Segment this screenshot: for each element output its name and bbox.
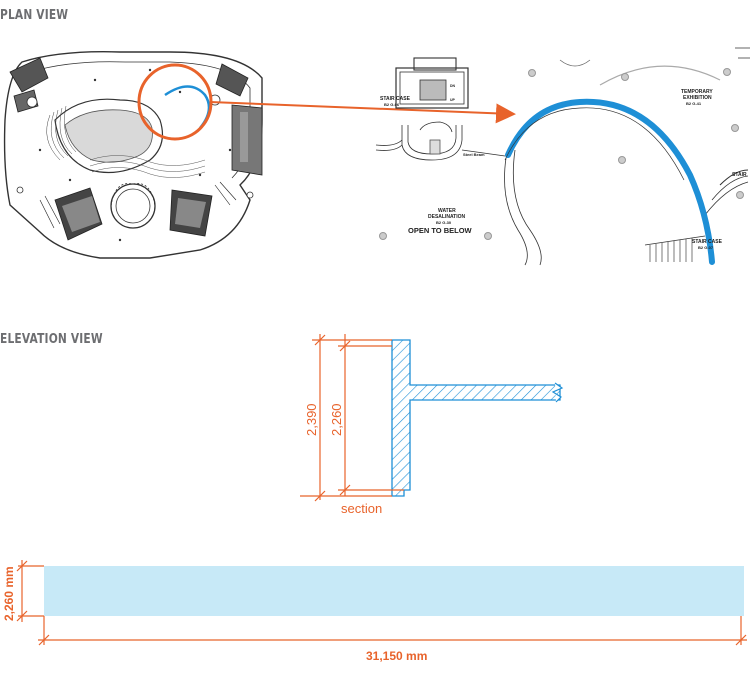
label-steel-beam: Steel Beam <box>463 152 485 157</box>
elevation-strip <box>44 566 744 616</box>
plan-to-detail-arrow <box>209 101 516 124</box>
label-temporary-exhibition-2: EXHIBITION <box>683 95 712 101</box>
detail-blue-edge <box>505 98 715 265</box>
elevation-dimensions <box>16 560 747 646</box>
floor-plan <box>3 51 263 259</box>
section-dimensions <box>300 334 404 502</box>
plan-blue-edge-highlight <box>164 85 211 129</box>
label-stair-case-bottom-code: B2 G-07 <box>698 245 714 250</box>
label-stair-case-bottom: STAIR CASE <box>692 239 723 245</box>
dimension-inner-height: 2,260 <box>329 403 344 436</box>
label-water-desalination-code: B2 G-30 <box>436 220 452 225</box>
plan-view-heading: PLAN VIEW <box>0 8 69 23</box>
label-stair-right: STAIR <box>732 172 747 178</box>
elevation-view-heading: ELEVATION VIEW <box>0 332 103 347</box>
elevation-length-label: 31,150 mm <box>366 649 427 663</box>
dimension-outer-height: 2,390 <box>304 403 319 436</box>
detail-plan <box>375 47 750 266</box>
detail-columns <box>379 68 744 240</box>
label-water-desalination-2: DESALINATION <box>428 214 466 220</box>
label-temporary-exhibition-code: B2 G-41 <box>686 101 702 106</box>
label-stair-case-top: STAIR CASE <box>380 96 411 102</box>
label-water-desalination: WATER <box>438 208 456 214</box>
label-stair-dn: DN <box>450 84 456 88</box>
plan-orange-callout-circle <box>137 63 213 141</box>
label-stair-up: UP <box>450 98 456 102</box>
section-caption: section <box>341 501 382 516</box>
label-temporary-exhibition: TEMPORARY <box>681 89 713 95</box>
elevation-height-label: 2,260 mm <box>2 566 16 621</box>
section-detail <box>391 339 564 497</box>
label-open-to-below: OPEN TO BELOW <box>408 226 473 235</box>
label-stair-case-top-code: B2 G-06 <box>384 102 400 107</box>
